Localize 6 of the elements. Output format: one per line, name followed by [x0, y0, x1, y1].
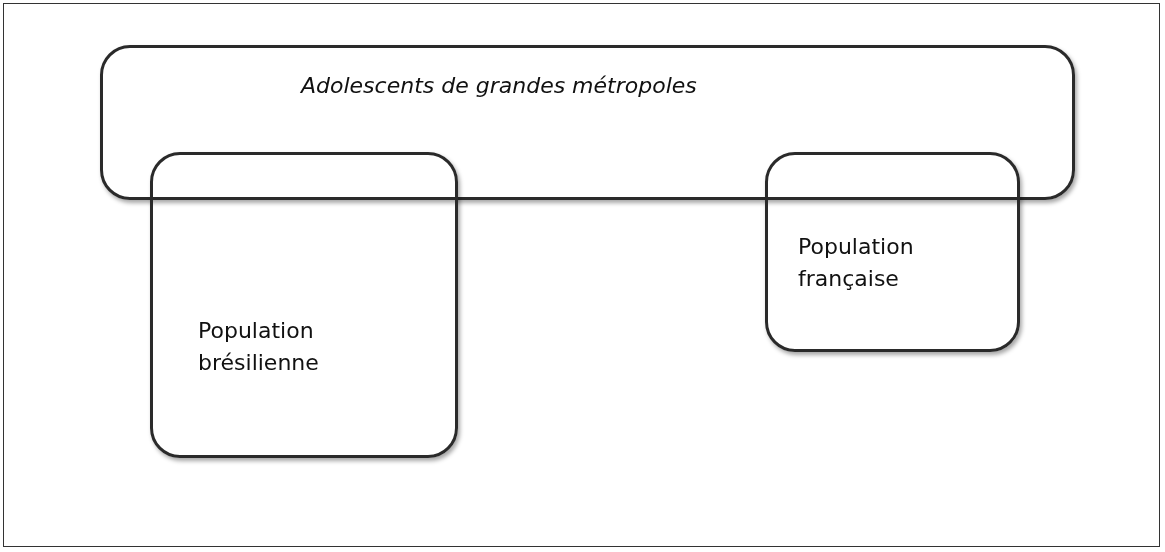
- box-label: Population brésilienne: [198, 317, 320, 377]
- rounded-box: [765, 152, 1020, 352]
- box-label: Adolescents de grandes métropoles: [301, 72, 698, 100]
- box-label: Population française: [798, 233, 915, 293]
- rounded-box: [150, 152, 458, 458]
- rounded-box: [100, 45, 1075, 200]
